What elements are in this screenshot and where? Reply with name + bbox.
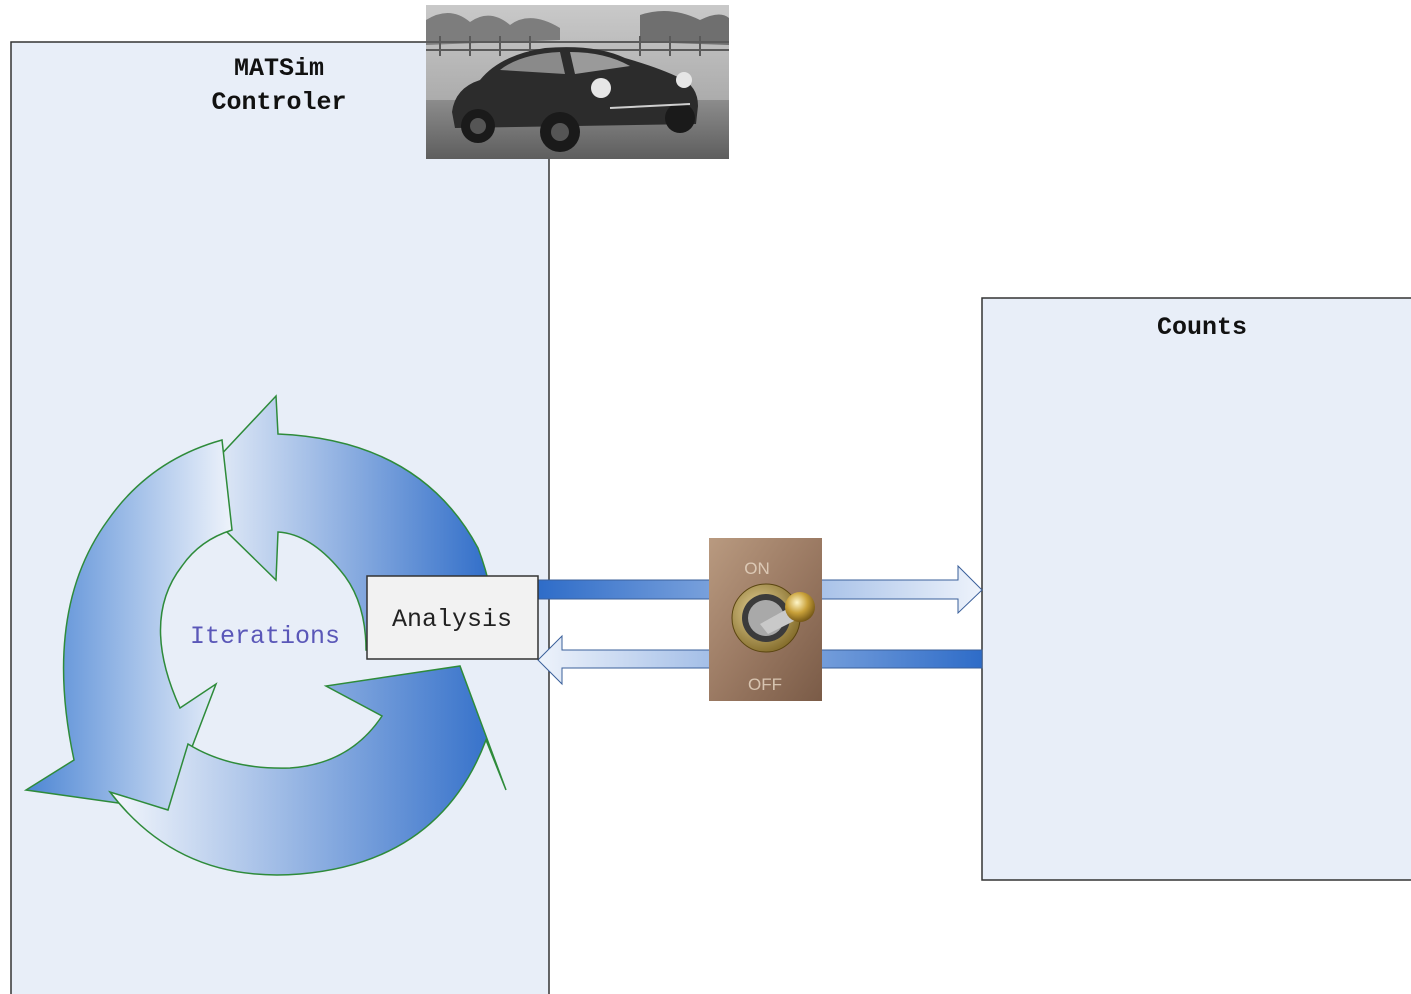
counts-panel xyxy=(981,297,1411,881)
toggle-switch-photo: ON OFF xyxy=(709,538,822,701)
controler-title-line1: MATSim xyxy=(234,54,324,83)
switch-off-label: OFF xyxy=(748,675,782,694)
counts-title: Counts xyxy=(1157,313,1247,342)
analysis-label: Analysis xyxy=(392,605,512,634)
switch-on-label: ON xyxy=(744,559,770,578)
cycle-arrow-bottom xyxy=(107,665,507,876)
controler-title-line2: Controler xyxy=(211,88,346,117)
iterations-label: Iterations xyxy=(190,622,340,651)
analysis-box xyxy=(366,575,539,660)
car-photo xyxy=(426,5,729,159)
cycle-arrow-left xyxy=(23,439,233,811)
